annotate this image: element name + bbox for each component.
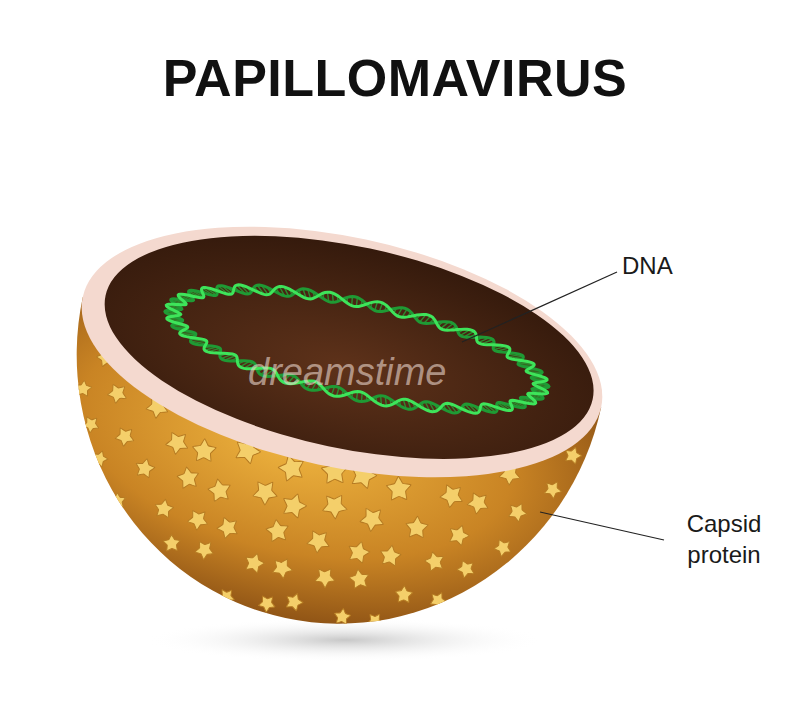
dna-loop [155,259,559,439]
capsid-protein-unit [90,448,110,468]
capsid-protein-unit [113,423,139,449]
capsid-protein-unit [242,550,266,574]
capsid-protein-unit [464,488,493,517]
capsid-protein-unit [206,475,235,505]
capsid-protein-unit [380,544,403,568]
capsid-protein-unit [191,436,219,464]
capsid-protein-unit [105,380,131,406]
shadow [145,618,545,662]
capsid-protein-unit [214,513,243,542]
capsid-protein-unit [492,535,515,559]
capsid-protein-unit [506,499,530,523]
capsid-protein-unit [346,539,372,564]
capsid-protein-unit [385,473,415,504]
capsid-protein-unit [269,554,296,580]
part-label: Capsid protein [668,508,780,570]
capsid-protein-unit [428,589,449,610]
shell-rim [59,184,625,519]
leader-line [540,512,664,540]
leader-line [462,272,617,342]
capsid-protein-unit [423,548,449,574]
capsid-protein-unit [185,505,213,532]
capsid-protein-unit [365,610,386,631]
capsid-protein-unit [249,475,282,508]
capsid-protein-unit [175,464,203,492]
diagram-title: PAPILLOMAVIRUS [0,48,795,108]
dna-strand [155,259,559,439]
capsid-protein-unit [192,537,217,562]
capsid-protein-unit [405,514,431,541]
part-label: DNA [622,250,673,281]
capsid-protein-unit [446,522,472,547]
capsid-protein-unit [357,502,389,534]
virus-half [26,184,625,674]
capsid-protein-unit [348,566,373,592]
capsid-protein-unit [109,491,129,511]
capsid-protein-unit [80,413,102,435]
capsid-protein-unit [162,533,183,554]
capsid-protein-unit [75,379,93,398]
capsid-protein-unit [394,584,415,605]
capsid-protein-unit [542,478,565,501]
capsid-protein-unit [283,590,305,612]
capsid-protein-unit [155,498,175,519]
capsid-protein-unit [134,457,157,479]
capsid-protein-unit [216,585,238,607]
watermark: dreamstime [248,348,447,397]
interior [85,197,614,498]
capsid-protein-unit [334,607,352,626]
capsid-protein-unit [304,525,335,556]
capsid-protein-unit [455,556,479,580]
capsid-protein-unit [437,479,468,510]
capsid-protein-unit [264,516,293,545]
capsid-protein-unit [279,490,309,519]
capsid-protein-unit [163,427,194,458]
dna-strand [155,259,559,439]
capsid-protein-unit [256,592,279,615]
capsid-protein-unit [312,563,339,590]
capsid-protein-unit [319,489,352,522]
